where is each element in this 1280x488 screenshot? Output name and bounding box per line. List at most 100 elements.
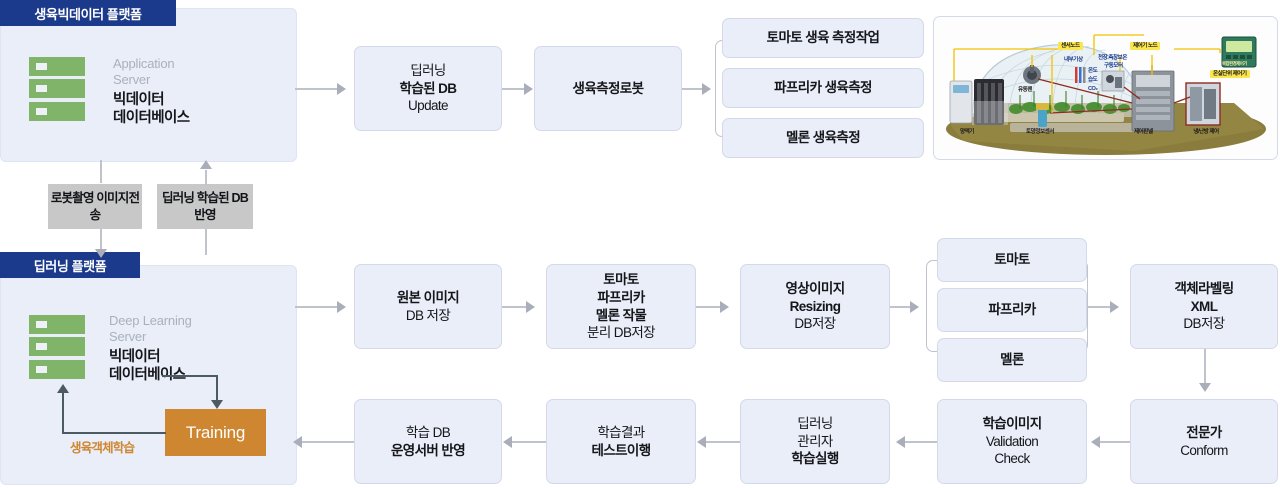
training-loop-bottom-line <box>62 432 166 434</box>
panel-bigdata-title-text: 생육빅데이터 플랫폼 <box>34 6 142 22</box>
training-loop-up-line <box>62 393 64 433</box>
flow-label-robot-image-line1: 로봇촬영 <box>50 191 95 206</box>
flow-label-robot-image: 로봇촬영 이미지전송 <box>48 184 142 229</box>
db-reflect-up-line <box>205 229 207 255</box>
node-measure-task-paprika-label: 파프리카 생육측정 <box>774 80 872 96</box>
bigdata-to-dbupdate-line <box>295 88 337 90</box>
node-conform-line1: 전문가 <box>1186 424 1222 440</box>
greenhouse-tag-controller-node: 제어기 노드 <box>1130 42 1161 51</box>
test-to-deploy-line <box>512 441 546 443</box>
dl-server-sub-line2: Server <box>109 328 147 344</box>
node-db-update-line1: 딥러닝 <box>410 62 446 78</box>
node-validation-line3: Check <box>994 451 1030 467</box>
bigdata-server-sub-line2: Server <box>113 71 151 87</box>
dbupdate-to-robot-arrowhead <box>524 83 533 95</box>
flow-label-db-reflect-line1: 딥러닝 학습된 <box>161 191 230 206</box>
greenhouse-label-co2: CO₂ <box>1088 86 1098 92</box>
training-label: Training <box>185 422 246 442</box>
node-original-image-db[interactable]: 원본 이미지 DB 저장 <box>354 264 502 349</box>
node-training-execution[interactable]: 딥러닝 관리자 학습실행 <box>740 399 890 484</box>
panel-deeplearning-title-text: 딥러닝 플랫폼 <box>33 258 107 274</box>
node-robot-line1: 생육측정로봇 <box>572 80 645 96</box>
crops-brace-left <box>926 260 938 352</box>
node-measure-task-melon[interactable]: 멜론 생육측정 <box>722 118 924 158</box>
node-validation-check[interactable]: 학습이미지 Validation Check <box>937 399 1087 484</box>
node-validation-line2: Validation <box>985 433 1039 449</box>
node-object-labeling-xml[interactable]: 객체라벨링 XML DB저장 <box>1130 264 1278 349</box>
dlpanel-to-original-arrowhead <box>337 301 346 313</box>
deploy-to-training-arrowhead <box>293 436 302 448</box>
measure-tasks-brace <box>715 40 727 137</box>
node-crop-melon-label: 멜론 <box>1000 352 1024 368</box>
node-training-result-test[interactable]: 학습결과 테스트이행 <box>546 399 696 484</box>
node-labeling-line1: 객체라벨링 <box>1174 280 1234 296</box>
robot-image-down-arrowhead <box>95 249 107 258</box>
node-original-line1: 원본 이미지 <box>396 289 460 305</box>
node-expert-conform[interactable]: 전문가 Conform <box>1130 399 1278 484</box>
node-test-line2: 테스트이행 <box>591 442 651 458</box>
greenhouse-label-humidity: 습도 <box>1088 77 1098 83</box>
node-labeling-line2: XML <box>1190 298 1218 314</box>
node-measure-task-paprika[interactable]: 파프리카 생육측정 <box>722 68 924 108</box>
node-db-update-line3: Update <box>408 98 449 114</box>
node-split-line3: 멜론 작물 <box>595 307 647 323</box>
node-split-line2: 파프리카 <box>597 289 645 305</box>
node-split-line1: 토마토 <box>603 271 639 287</box>
greenhouse-label-hvac-control: 냉/난방 제어 <box>1193 129 1219 135</box>
deploy-to-training-line <box>302 441 354 443</box>
robot-image-down-line2 <box>100 229 102 252</box>
node-split-line4: 분리 DB저장 <box>587 325 656 341</box>
panel-bigdata-title: 생육빅데이터 플랫폼 <box>0 0 176 26</box>
node-crop-paprika[interactable]: 파프리카 <box>937 288 1087 332</box>
trainexec-to-test-arrowhead <box>697 436 706 448</box>
node-conform-line2: Conform <box>1180 442 1228 458</box>
flow-label-robot-image-line2: 이미지전송 <box>89 191 140 222</box>
node-resize-line1: 영상이미지 <box>785 280 845 296</box>
bigdata-to-dbupdate-arrowhead <box>337 83 346 95</box>
node-deploy-to-operation-server[interactable]: 학습 DB 운영서버 반영 <box>354 399 502 484</box>
node-crop-melon[interactable]: 멜론 <box>937 338 1087 382</box>
resize-to-crops-line <box>890 306 910 308</box>
node-growth-measure-robot[interactable]: 생육측정로봇 <box>534 46 682 131</box>
node-deeplearning-db-update[interactable]: 딥러닝 학습된 DB Update <box>354 46 502 131</box>
validation-to-trainexec-line <box>905 441 937 443</box>
node-measure-task-tomato-label: 토마토 생육 측정작업 <box>766 30 880 46</box>
server-rack-icon-dl <box>29 315 85 379</box>
training-loop-up-arrowhead <box>57 384 69 393</box>
node-resize-line2: Resizing <box>789 298 841 314</box>
bigdata-server-caption: Application Server 빅데이터 데이터베이스 <box>113 56 190 128</box>
node-trainexec-line3: 학습실행 <box>791 451 839 467</box>
node-measure-task-tomato[interactable]: 토마토 생육 측정작업 <box>722 18 924 58</box>
greenhouse-label-drive-motor: 구동모터 <box>1104 63 1123 69</box>
greenhouse-label-nutrient-machine: 양액기 <box>960 129 974 135</box>
greenhouse-label-control-panel: 제어판넬 <box>1134 129 1153 135</box>
node-crop-paprika-label: 파프리카 <box>988 302 1036 318</box>
robot-to-tasks-arrowhead <box>702 83 711 95</box>
node-image-resizing[interactable]: 영상이미지 Resizing DB저장 <box>740 264 890 349</box>
conform-to-validation-arrowhead <box>1091 436 1100 448</box>
greenhouse-label-internal-weather: 내부기상 <box>1064 57 1083 63</box>
split-to-resize-line <box>696 306 720 308</box>
node-crop-tomato-label: 토마토 <box>994 252 1030 268</box>
training-box[interactable]: Training <box>165 409 266 456</box>
greenhouse-label-ceiling-insulation: 천장.측창보온 <box>1098 55 1127 61</box>
node-crop-split-db[interactable]: 토마토 파프리카 멜론 작물 분리 DB저장 <box>546 264 696 349</box>
node-trainexec-line1: 딥러닝 <box>797 415 833 431</box>
greenhouse-label-soil-sensor: 토양정보센서 <box>1026 129 1054 135</box>
labeling-to-conform-line <box>1204 349 1206 385</box>
flow-label-db-reflect-line2: DB반영 <box>194 191 249 222</box>
dl-server-main-line2: 데이터베이스 <box>109 367 186 384</box>
training-loop-top-line <box>162 375 218 377</box>
db-reflect-up-arrowhead <box>200 160 212 169</box>
greenhouse-tag-greenhouse-controller: 온실단위 제어기 <box>1210 70 1250 79</box>
dl-server-sub-line1: Deep Learning <box>109 313 192 328</box>
validation-to-trainexec-arrowhead <box>896 436 905 448</box>
original-to-split-arrowhead <box>526 301 535 313</box>
node-crop-tomato[interactable]: 토마토 <box>937 238 1087 282</box>
greenhouse-label-circulation-fan: 유동팬 <box>1018 87 1032 93</box>
split-to-resize-arrowhead <box>720 301 729 313</box>
greenhouse-svg <box>946 34 1266 155</box>
node-deploy-line1: 학습 DB <box>405 424 451 440</box>
node-labeling-line3: DB저장 <box>1183 316 1225 332</box>
